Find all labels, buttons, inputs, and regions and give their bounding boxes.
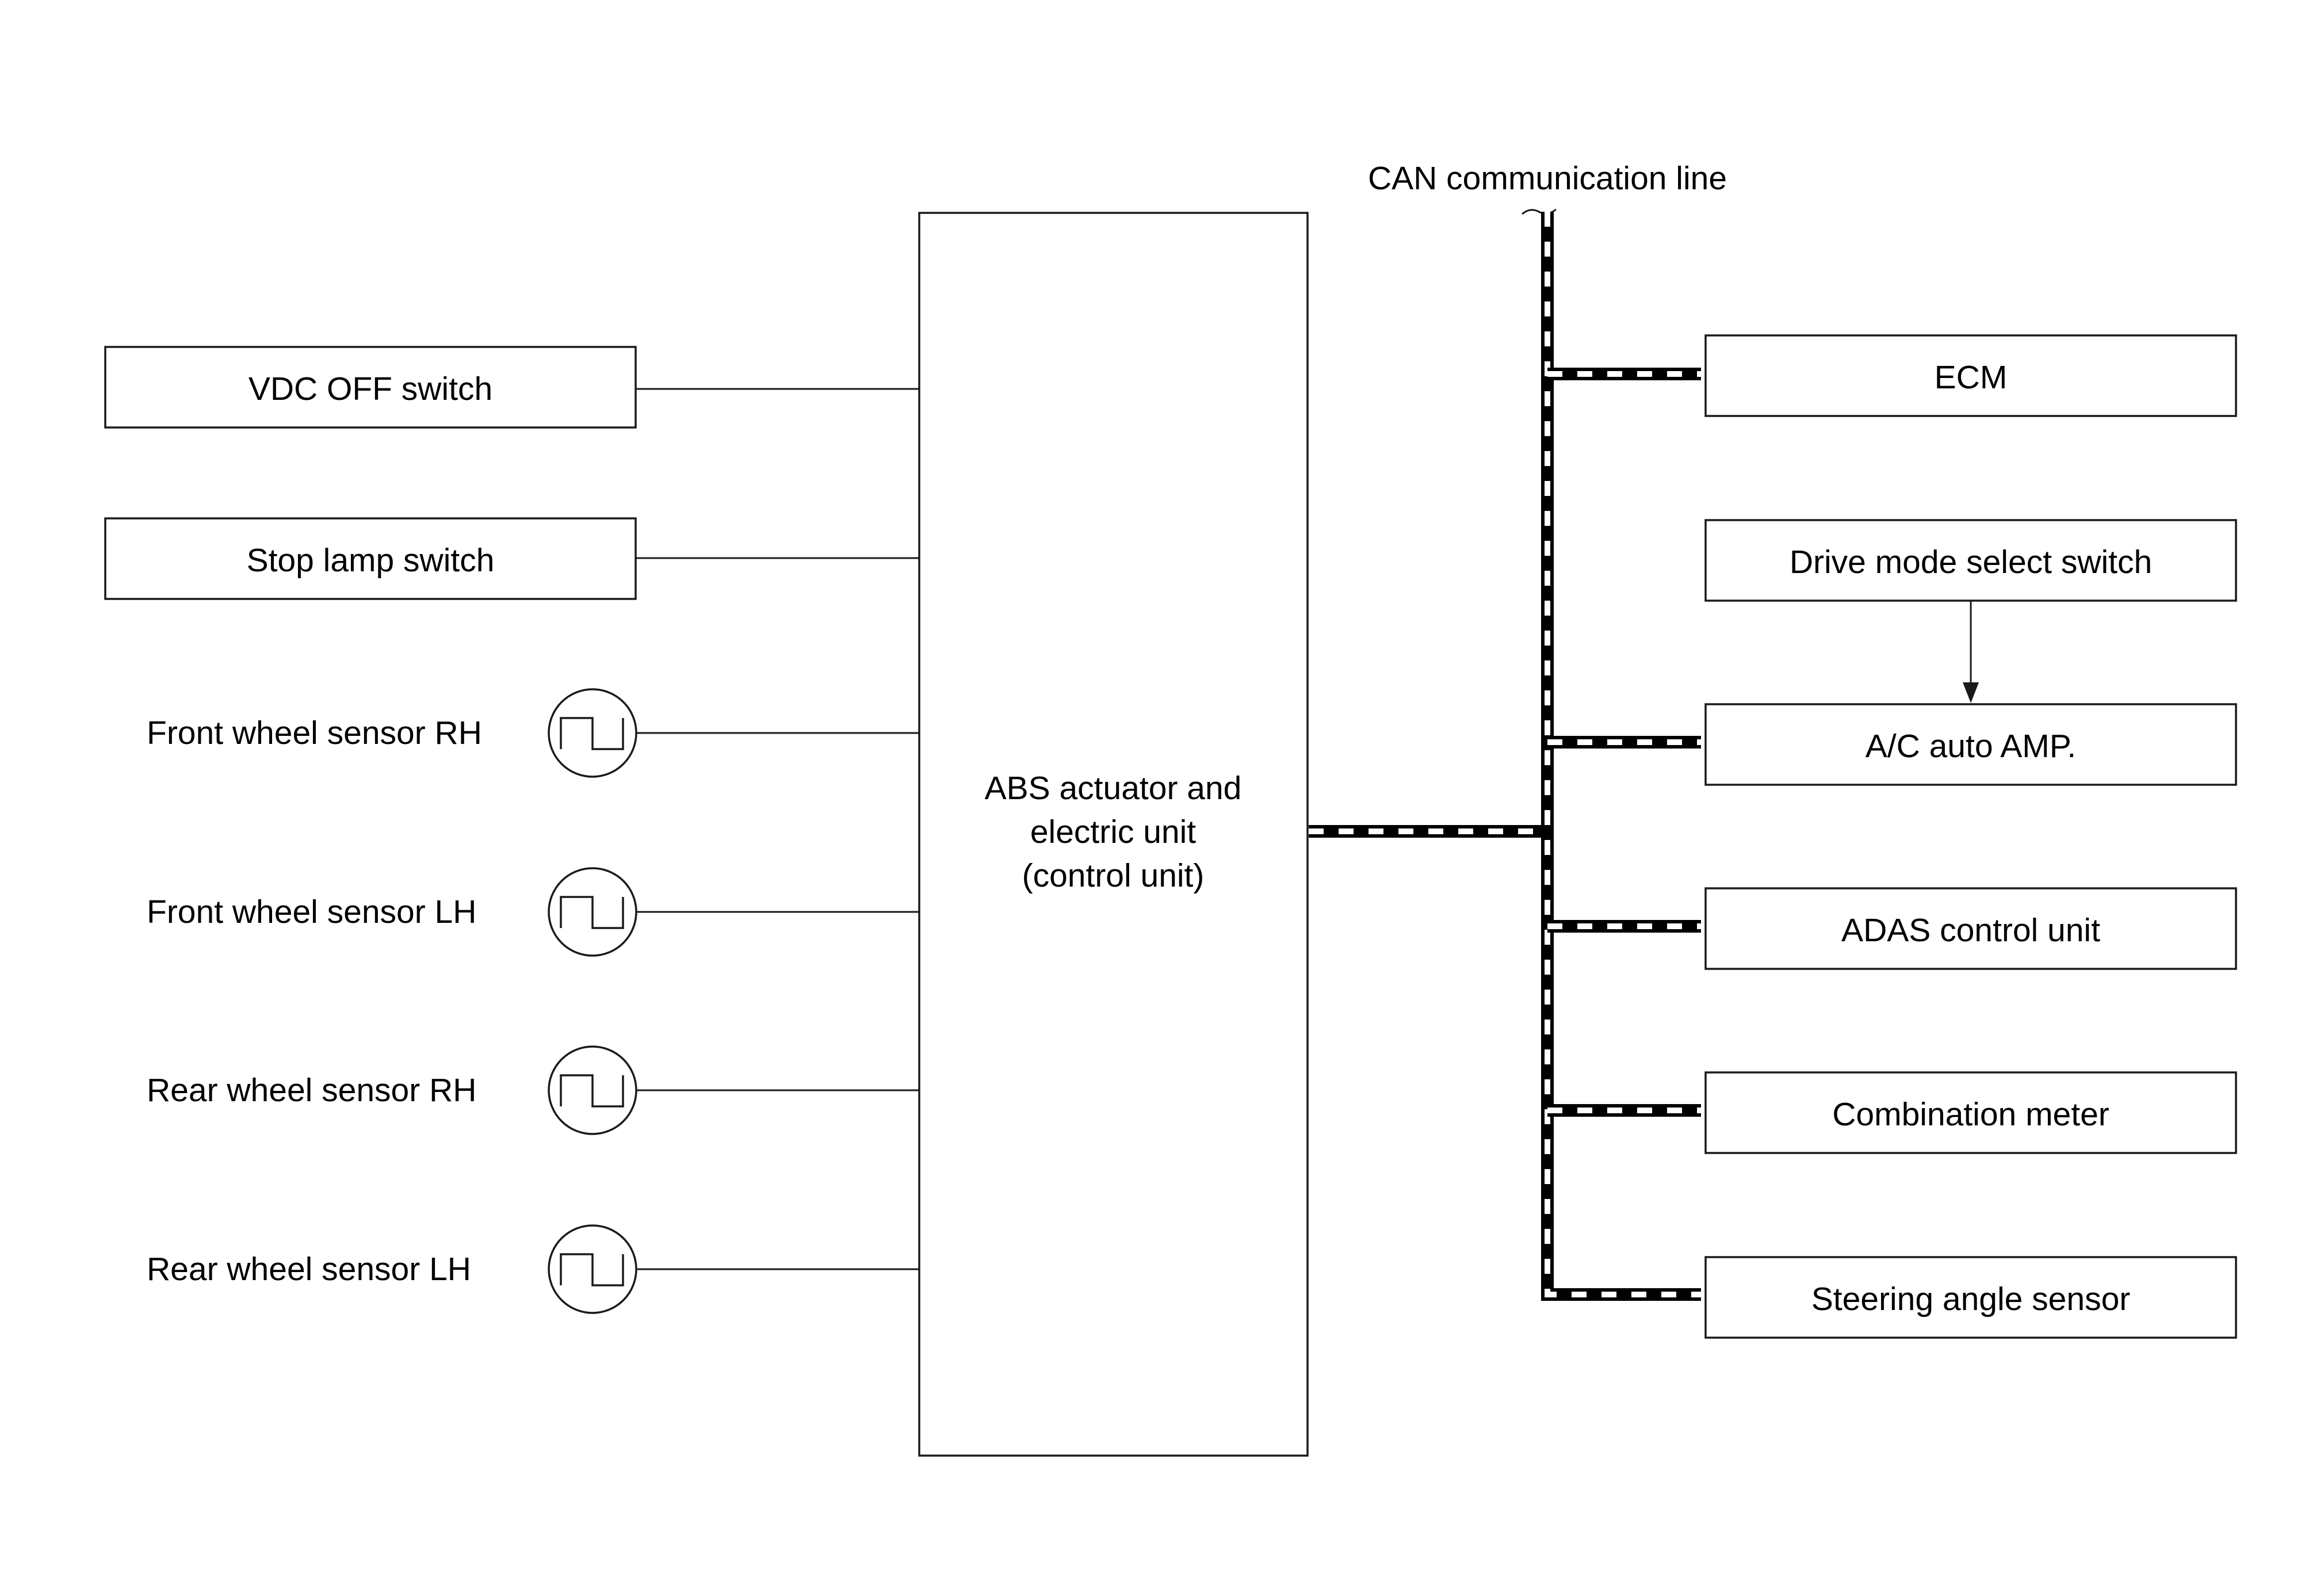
arrow-down-icon <box>1963 682 1979 703</box>
vdc-off-switch-label: VDC OFF switch <box>249 371 492 407</box>
stop-lamp-switch: Stop lamp switch <box>104 517 919 600</box>
drive-mode-select-switch-box: Drive mode select switch <box>1704 519 2237 602</box>
adas-control-unit-label: ADAS control unit <box>1841 912 2100 949</box>
center-unit-line-3: (control unit) <box>1022 857 1205 894</box>
sensor-label: Front wheel sensor RH <box>147 715 482 751</box>
ac-auto-amp-label: A/C auto AMP. <box>1866 728 2077 765</box>
can-line-label: CAN communication line <box>1368 160 1727 197</box>
abs-actuator-unit: ABS actuator and electric unit (control … <box>918 212 1309 1457</box>
front-wheel-sensor-rh: Front wheel sensor RH <box>147 688 919 778</box>
steering-angle-sensor-label: Steering angle sensor <box>1811 1281 2131 1318</box>
center-unit-line-1: ABS actuator and <box>985 770 1242 807</box>
ecm-label: ECM <box>1935 359 2008 396</box>
can-bus <box>1309 212 1701 1301</box>
rear-wheel-sensor-lh: Rear wheel sensor LH <box>147 1224 919 1314</box>
sensor-label: Rear wheel sensor LH <box>147 1251 471 1288</box>
combination-meter-box: Combination meter <box>1704 1071 2237 1154</box>
adas-control-unit-box: ADAS control unit <box>1704 887 2237 970</box>
center-unit-line-2: electric unit <box>1030 814 1196 850</box>
signal-arrow <box>1963 601 1979 703</box>
combination-meter-label: Combination meter <box>1832 1096 2109 1133</box>
stop-lamp-switch-label: Stop lamp switch <box>247 542 495 579</box>
ecm-box: ECM <box>1704 334 2237 417</box>
ac-auto-amp-box: A/C auto AMP. <box>1704 703 2237 786</box>
rear-wheel-sensor-rh: Rear wheel sensor RH <box>147 1045 919 1135</box>
drive-mode-select-switch-label: Drive mode select switch <box>1790 544 2152 581</box>
sensor-label: Rear wheel sensor RH <box>147 1072 476 1109</box>
steering-angle-sensor-box: Steering angle sensor <box>1704 1256 2237 1339</box>
vdc-off-switch: VDC OFF switch <box>104 346 919 429</box>
sensor-label: Front wheel sensor LH <box>147 893 476 930</box>
front-wheel-sensor-lh: Front wheel sensor LH <box>147 867 919 957</box>
